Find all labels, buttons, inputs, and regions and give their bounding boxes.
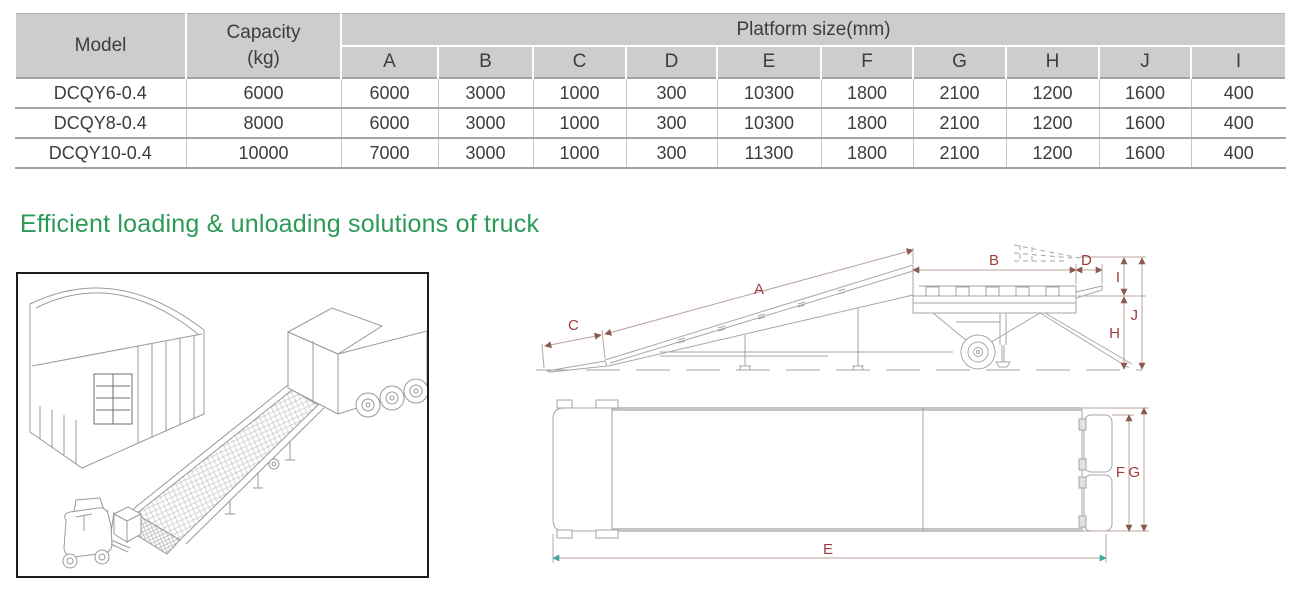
dim-value-cell: 1000	[532, 137, 627, 169]
dim-value-cell: 1800	[820, 107, 914, 139]
loading-scene-drawing	[29, 287, 427, 569]
section-heading: Efficient loading & unloading solutions …	[20, 210, 540, 238]
col-header-dim-e: E	[716, 45, 822, 78]
dim-label-f: F	[1116, 464, 1125, 481]
support-leg	[995, 313, 1011, 368]
capacity-label-line1: Capacity	[226, 21, 301, 43]
ramp-top-view-drawing: F G E	[552, 399, 1149, 563]
capacity-cell: 6000	[185, 77, 342, 109]
top-view-extension-lines	[552, 407, 1149, 563]
top-view-dimensions	[1125, 407, 1148, 532]
table-row: DCQY6-0.4 6000 6000 3000 1000 300 10300 …	[15, 77, 1287, 109]
truck-end-lip	[1075, 285, 1103, 299]
model-cell: DCQY6-0.4	[15, 77, 187, 109]
dim-label-d: D	[1081, 252, 1092, 269]
dim-value-cell: 1600	[1098, 77, 1192, 109]
top-view-linework	[552, 399, 1113, 539]
dim-value-cell: 1000	[532, 77, 627, 109]
dim-value-cell: 1200	[1005, 137, 1100, 169]
dim-value-cell: 2100	[912, 107, 1007, 139]
dim-value-cell: 7000	[340, 137, 439, 169]
col-header-model: Model	[14, 13, 187, 78]
dim-value-cell: 3000	[437, 77, 534, 109]
dim-label-e: E	[823, 541, 833, 558]
dim-label-i: I	[1116, 269, 1120, 286]
table-row: DCQY8-0.4 8000 6000 3000 1000 300 10300 …	[15, 107, 1287, 139]
dim-value-cell: 400	[1190, 77, 1287, 109]
dim-value-cell: 300	[625, 137, 718, 169]
forklift	[62, 497, 143, 569]
dim-value-cell: 400	[1190, 107, 1287, 139]
dim-value-cell: 300	[625, 77, 718, 109]
model-cell: DCQY10-0.4	[15, 137, 187, 169]
end-flap-bottom	[1083, 474, 1113, 532]
dim-value-cell: 2100	[912, 137, 1007, 169]
dim-value-cell: 300	[625, 107, 718, 139]
dim-label-a: A	[754, 281, 764, 298]
dim-label-b: B	[989, 252, 999, 269]
dim-value-cell: 6000	[340, 77, 439, 109]
end-flap-top	[1083, 414, 1113, 473]
capacity-label-line2: (kg)	[247, 47, 280, 69]
table-row: DCQY10-0.4 10000 7000 3000 1000 300 1130…	[15, 137, 1287, 169]
capacity-cell: 10000	[185, 137, 342, 169]
dim-value-cell: 1800	[820, 77, 914, 109]
dim-label-g: G	[1128, 464, 1140, 481]
dim-value-cell: 3000	[437, 137, 534, 169]
col-header-dim-h: H	[1005, 45, 1100, 78]
dim-label-c: C	[568, 317, 579, 334]
col-header-dim-f: F	[820, 45, 914, 78]
dim-label-h: H	[1109, 325, 1120, 342]
dim-value-cell: 3000	[437, 107, 534, 139]
truck-trailer	[286, 307, 427, 418]
dim-value-cell: 400	[1190, 137, 1287, 169]
ramp-ground-lip	[546, 360, 608, 373]
ramp-side-view-drawing: C A B D I H J	[536, 244, 1146, 373]
col-header-dim-j: J	[1098, 45, 1192, 78]
col-header-dim-b: B	[437, 45, 534, 78]
dim-value-cell: 1000	[532, 107, 627, 139]
col-header-dim-c: C	[532, 45, 627, 78]
dim-value-cell: 10300	[716, 77, 822, 109]
side-view-dimensions	[544, 248, 1146, 370]
truck-bed-phantom	[1013, 244, 1081, 262]
dim-value-cell: 2100	[912, 77, 1007, 109]
capacity-cell: 8000	[185, 107, 342, 139]
dim-value-cell: 1200	[1005, 107, 1100, 139]
ramp-plan-outline	[552, 407, 1083, 532]
dim-value-cell: 1600	[1098, 137, 1192, 169]
warehouse-building	[29, 287, 205, 469]
col-header-dim-a: A	[340, 45, 439, 78]
dim-value-cell: 11300	[716, 137, 822, 169]
col-header-platform-size: Platform size(mm)	[339, 13, 1288, 46]
side-view-linework	[536, 244, 1142, 373]
col-header-dim-d: D	[625, 45, 718, 78]
dim-value-cell: 1800	[820, 137, 914, 169]
loading-scene-illustration	[16, 272, 429, 578]
dim-value-cell: 6000	[340, 107, 439, 139]
dim-value-cell: 1200	[1005, 77, 1100, 109]
dim-value-cell: 1600	[1098, 107, 1192, 139]
col-header-capacity: Capacity (kg)	[185, 13, 342, 78]
truck-wheels	[355, 378, 427, 418]
model-cell: DCQY8-0.4	[15, 107, 187, 139]
col-header-dim-i: I	[1189, 45, 1288, 78]
spec-table: Model Capacity (kg) Platform size(mm) A …	[14, 13, 1288, 169]
dim-label-j: J	[1131, 307, 1139, 324]
dim-value-cell: 10300	[716, 107, 822, 139]
side-view-extension-lines	[541, 248, 1146, 369]
col-header-dim-g: G	[912, 45, 1007, 78]
